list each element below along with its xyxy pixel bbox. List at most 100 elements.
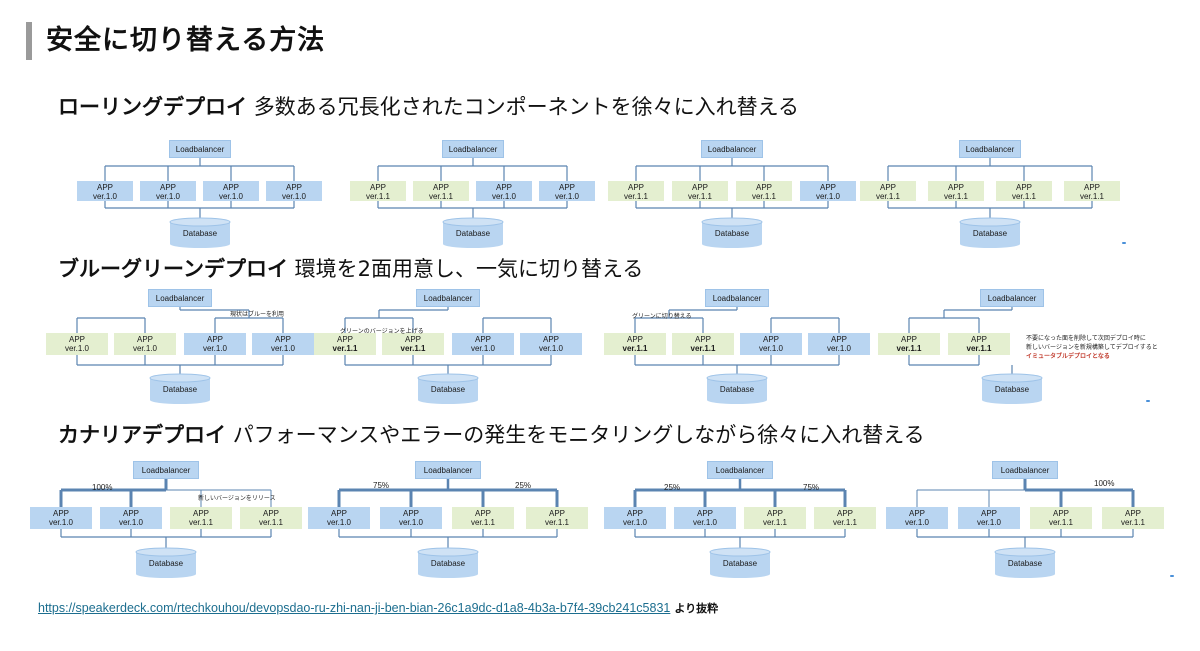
loadbalancer-label: Loadbalancer — [155, 294, 205, 303]
section-bluegreen-heading: ブルーグリーンデプロイ 環境を2面用意し、一気に切り替える — [58, 255, 643, 283]
app-version: ver.1.1 — [622, 344, 648, 353]
app-label: APP — [836, 509, 853, 518]
loadbalancer-label: Loadbalancer — [141, 466, 191, 475]
app-label: APP — [136, 335, 153, 344]
app-version: ver.1.0 — [118, 518, 143, 527]
rolling-database-label: Database — [182, 229, 218, 238]
app-label: APP — [192, 509, 209, 518]
bg-note-current: 現状はブルーを利用 — [230, 312, 285, 318]
app-version: ver.1.1 — [544, 518, 569, 527]
app-version: ver.1.1 — [1048, 518, 1073, 527]
app-label: APP — [762, 335, 779, 344]
app-version: ver.1.0 — [904, 518, 929, 527]
bg-note-final-3: イミュータブルデプロイとなる — [1026, 354, 1110, 360]
app-version: ver.1.1 — [690, 344, 716, 353]
app-version: ver.1.0 — [758, 344, 783, 353]
app-version: ver.1.1 — [943, 192, 968, 201]
section-canary-title: カナリアデプロイ — [58, 423, 226, 447]
loadbalancer-label: Loadbalancer — [423, 466, 473, 475]
app-label: APP — [330, 509, 347, 518]
app-version: ver.1.0 — [491, 192, 516, 201]
section-rolling-title: ローリングデプロイ — [58, 95, 247, 119]
app-label: APP — [52, 509, 69, 518]
app-version: ver.1.0 — [815, 192, 840, 201]
loadbalancer-label: Loadbalancer — [175, 145, 225, 154]
app-label: APP — [626, 335, 643, 344]
app-label: APP — [1052, 509, 1069, 518]
app-version: ver.1.0 — [538, 344, 563, 353]
canary2-pct-new: 25% — [515, 481, 532, 490]
bg-note-final-2: 新しいバージョンを新規構築してデプロイすると — [1026, 345, 1158, 351]
section-rolling-desc: 多数ある冗長化されたコンポーネントを徐々に入れ替える — [253, 95, 800, 119]
app-label: APP — [1124, 509, 1141, 518]
app-version: ver.1.1 — [428, 192, 453, 201]
app-version: ver.1.0 — [270, 344, 295, 353]
app-label: APP — [694, 335, 711, 344]
app-label: APP — [96, 183, 113, 192]
app-label: APP — [542, 335, 559, 344]
app-label: APP — [222, 183, 239, 192]
app-label: APP — [908, 509, 925, 518]
canary4-pct-new: 100% — [1094, 479, 1115, 488]
app-label: APP — [696, 509, 713, 518]
app-version: ver.1.0 — [326, 518, 351, 527]
rolling-loadbalancer: Loadbalancer — [959, 140, 1021, 158]
app-label: APP — [830, 335, 847, 344]
app-label: APP — [691, 183, 708, 192]
app-version: ver.1.1 — [1120, 518, 1145, 527]
app-version: ver.1.1 — [875, 192, 900, 201]
bg-note-upgrade: グリーンのバージョンを上げる — [340, 329, 424, 335]
source-link[interactable]: https://speakerdeck.com/rtechkouhou/devo… — [38, 601, 671, 615]
page-title: 安全に切り替える方法 — [46, 25, 326, 56]
canary-database-label: Database — [430, 559, 466, 568]
bluegreen-database-label: Database — [994, 385, 1030, 394]
app-label: APP — [206, 335, 223, 344]
app-version: ver.1.0 — [64, 344, 89, 353]
source-suffix: より抜粋 — [674, 602, 719, 615]
section-canary-heading: カナリアデプロイ パフォーマンスやエラーの発生をモニタリングしながら徐々に入れ替… — [58, 421, 925, 449]
loadbalancer-label: Loadbalancer — [965, 145, 1015, 154]
app-version: ver.1.0 — [155, 192, 180, 201]
app-version: ver.1.0 — [398, 518, 423, 527]
loadbalancer-label: Loadbalancer — [448, 145, 498, 154]
app-label: APP — [369, 183, 386, 192]
loadbalancer-label: Loadbalancer — [423, 294, 473, 303]
app-version: ver.1.1 — [188, 518, 213, 527]
source-citation: https://speakerdeck.com/rtechkouhou/devo… — [38, 600, 718, 617]
app-version: ver.1.1 — [762, 518, 787, 527]
app-label: APP — [68, 335, 85, 344]
app-label: APP — [947, 183, 964, 192]
bluegreen-database-label: Database — [719, 385, 755, 394]
app-version: ver.1.1 — [896, 344, 922, 353]
canary-loadbalancer: Loadbalancer — [992, 461, 1058, 479]
app-label: APP — [495, 183, 512, 192]
app-label: APP — [285, 183, 302, 192]
canary-database-label: Database — [722, 559, 758, 568]
bluegreen-loadbalancer: Loadbalancer — [148, 289, 212, 307]
bluegreen-loadbalancer: Loadbalancer — [705, 289, 769, 307]
app-version: ver.1.0 — [622, 518, 647, 527]
loadbalancer-label: Loadbalancer — [712, 294, 762, 303]
